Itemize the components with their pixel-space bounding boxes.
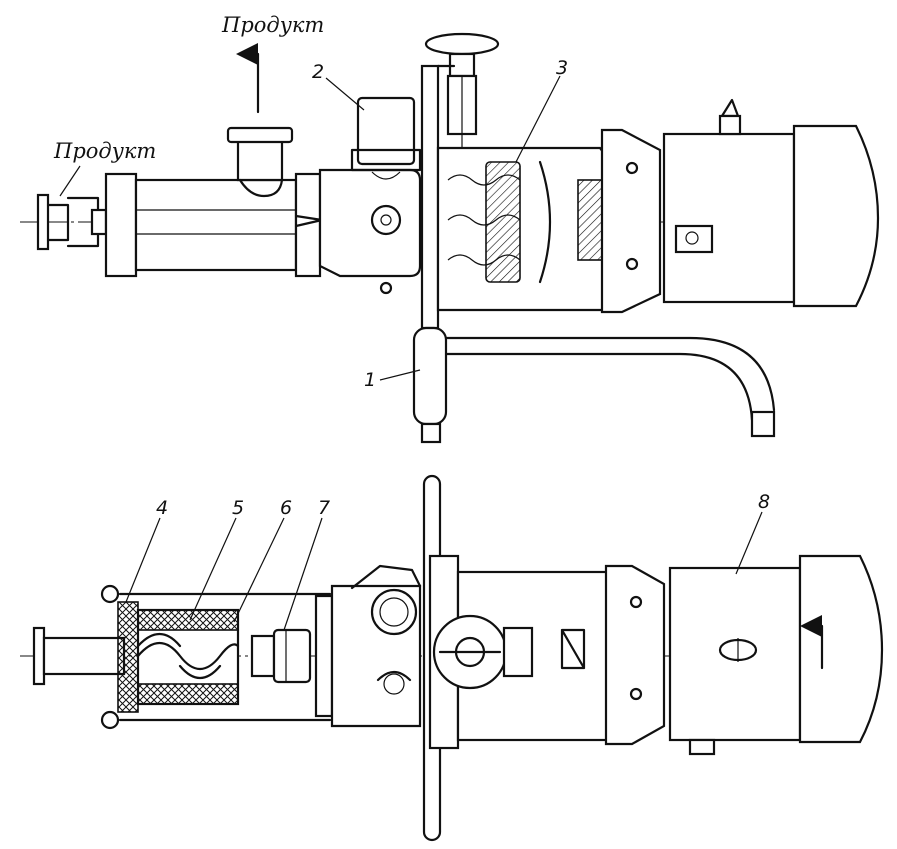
coupling-housing-3 [436,146,618,312]
leader-inlet [59,165,81,197]
outlet-pipe [226,126,294,198]
motor-flange [600,128,662,314]
suction-chamber [318,168,422,295]
leader-5 [189,517,237,621]
leader-7 [283,517,323,631]
callout-3: 3 [556,57,568,79]
product-outlet-label: Продукт [221,13,324,37]
callout-8: 8 [758,491,770,513]
callout-7: 7 [318,497,330,519]
plan-view [20,474,884,842]
plan-inlet-pipe [32,626,126,686]
leader-2 [325,77,365,111]
inlet-flange [36,193,108,251]
plan-motor-flange [604,564,666,746]
handwheel-post [424,32,500,170]
callout-1: 1 [364,369,376,391]
side-view [20,32,880,444]
base-frame-1 [412,326,776,444]
cardan-joint-7 [250,628,312,684]
stator-tube [104,172,324,278]
motor-plan [668,554,884,756]
product-inlet-label: Продукт [53,139,156,163]
motor-side [662,98,880,308]
plan-suction-housing [314,564,422,728]
leader-4 [125,517,161,603]
leader-1 [379,369,421,381]
plan-coupling-housing [432,570,610,742]
callout-4: 4 [156,497,168,519]
callout-2: 2 [312,61,324,83]
stator-section [100,584,332,730]
gear-reducer-2 [350,96,422,172]
leader-8 [735,511,763,575]
leader-3 [515,75,561,163]
leader-6 [233,517,285,623]
callout-6: 6 [280,497,292,519]
callout-5: 5 [232,497,244,519]
